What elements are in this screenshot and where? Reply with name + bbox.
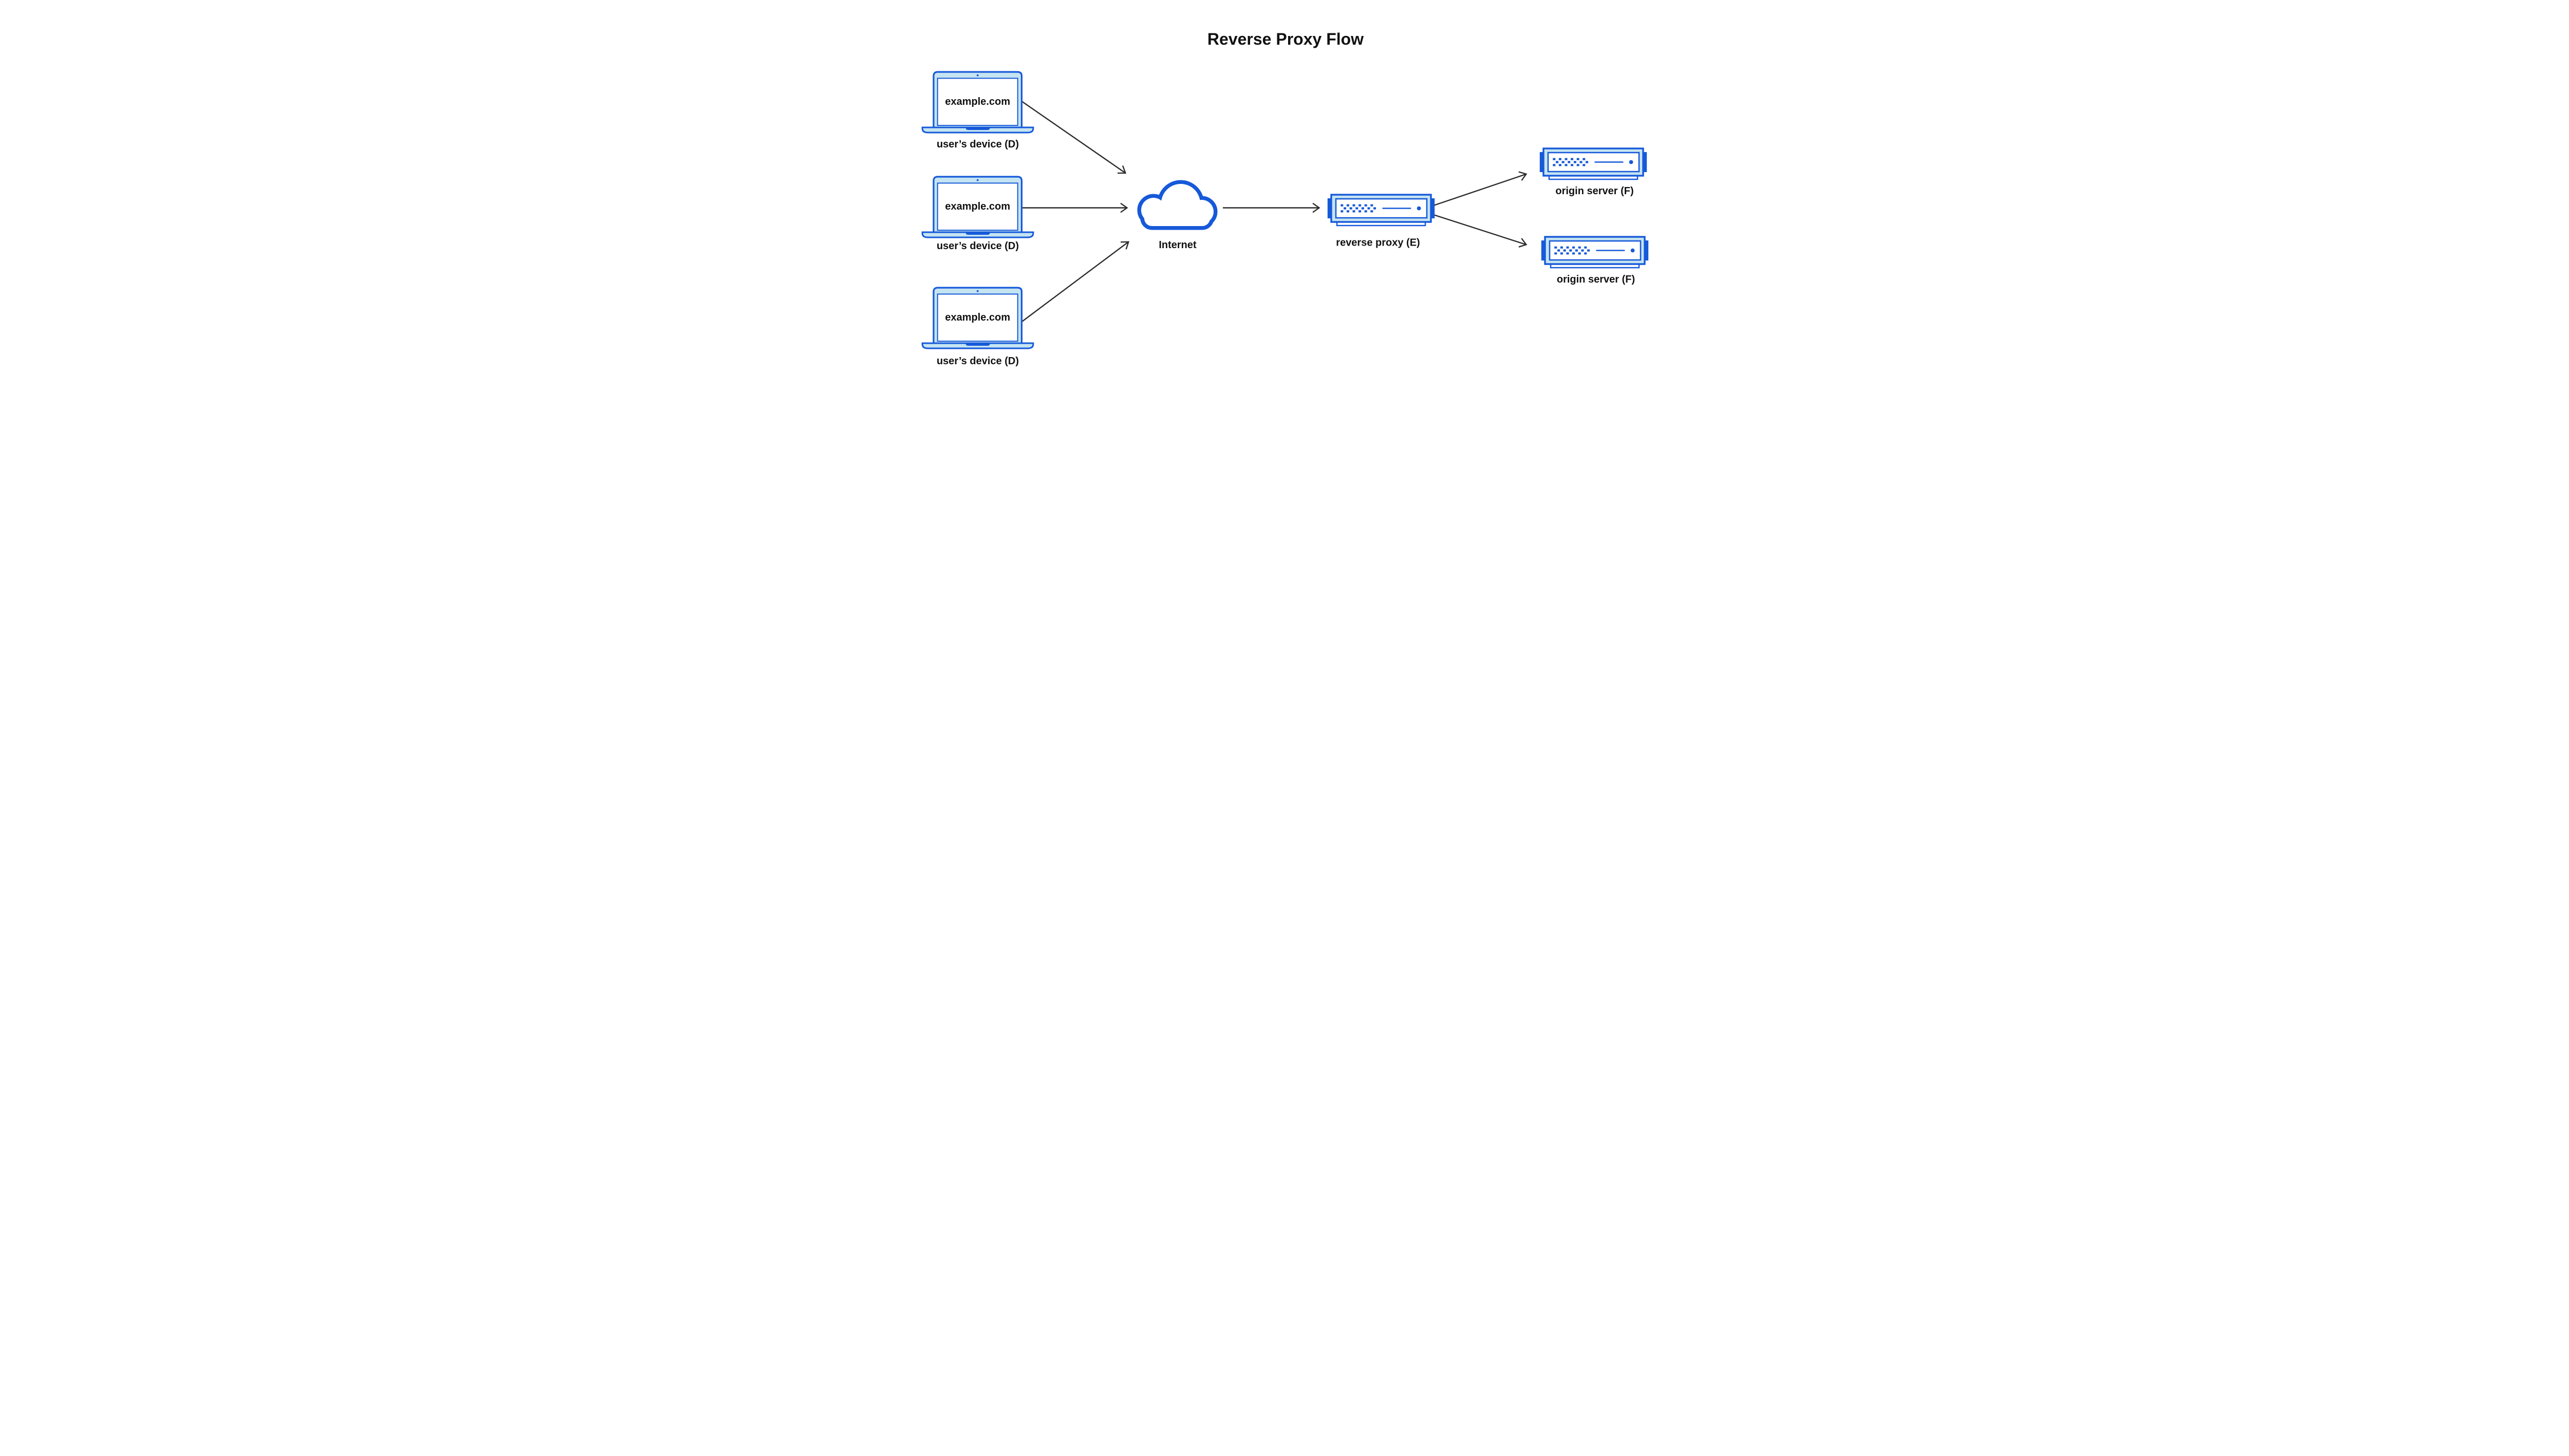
reverse-proxy-flow-diagram: Reverse Proxy Flow example.com user’s de…	[921, 30, 1649, 367]
origin-server-label: origin server (F)	[1555, 185, 1633, 197]
origin-server-label: origin server (F)	[1556, 274, 1634, 285]
flow-arrows	[1021, 101, 1527, 322]
diagram-title: Reverse Proxy Flow	[1207, 30, 1363, 48]
device-label: user’s device (D)	[936, 356, 1018, 367]
node-internet: Internet	[1141, 184, 1214, 251]
device-label: user’s device (D)	[936, 139, 1018, 150]
node-user-device-1: example.com user’s device (D)	[921, 71, 1034, 150]
diagram-canvas: Reverse Proxy Flow example.com user’s de…	[882, 0, 1687, 402]
device-label: user’s device (D)	[936, 240, 1018, 252]
server-icon	[1540, 236, 1649, 269]
node-reverse-proxy: reverse proxy (E)	[1326, 194, 1436, 249]
reverse-proxy-label: reverse proxy (E)	[1336, 237, 1420, 249]
device-screen-text: example.com	[945, 312, 1010, 323]
device-screen-text: example.com	[945, 201, 1010, 212]
cloud-icon	[1141, 184, 1214, 226]
arrow-device1-to-internet	[1021, 101, 1126, 174]
server-icon	[1538, 147, 1648, 180]
internet-label: Internet	[1159, 239, 1197, 251]
device-screen-text: example.com	[945, 96, 1010, 107]
node-origin-server-1: origin server (F)	[1538, 147, 1648, 197]
node-user-device-2: example.com user’s device (D)	[921, 176, 1034, 252]
node-user-device-3: example.com user’s device (D)	[921, 287, 1034, 367]
server-icon	[1326, 194, 1436, 227]
node-origin-server-2: origin server (F)	[1540, 236, 1649, 285]
arrow-proxy-to-origin2	[1433, 214, 1527, 248]
arrow-device3-to-internet	[1021, 241, 1129, 322]
arrow-proxy-to-origin1	[1433, 171, 1527, 207]
